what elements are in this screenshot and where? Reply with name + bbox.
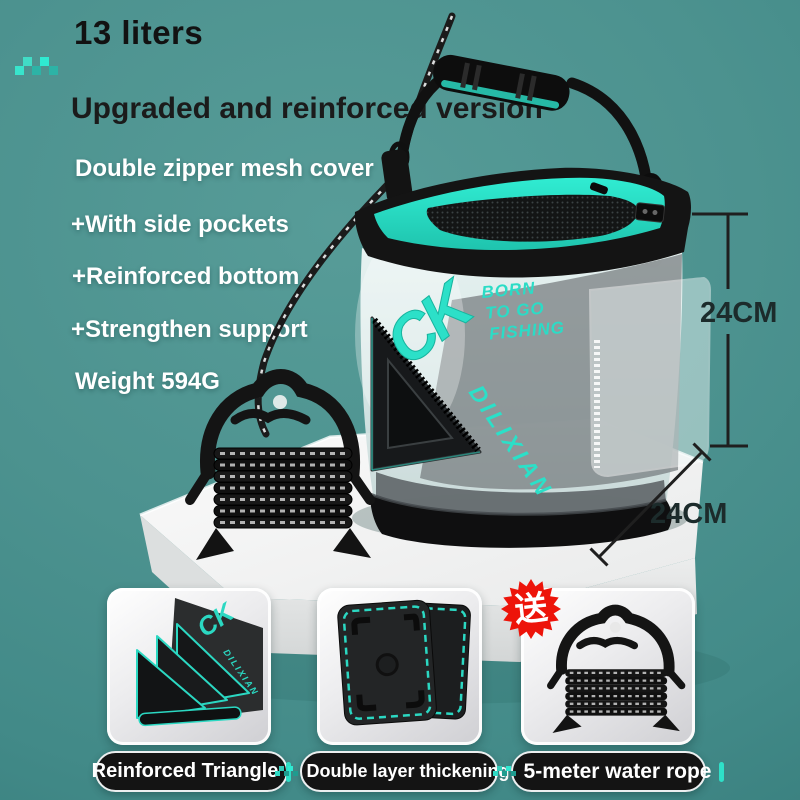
feature-mesh-cover: Double zipper mesh cover bbox=[75, 155, 374, 182]
pixel-square bbox=[496, 766, 502, 771]
starburst-icon bbox=[501, 579, 561, 639]
feature-weight: Weight 594G bbox=[75, 368, 220, 395]
triangle-illustration: CK DILIXIAN bbox=[136, 596, 263, 727]
card-reinforced-triangle: CK DILIXIAN bbox=[107, 588, 271, 745]
gift-badge: 送 bbox=[501, 579, 561, 639]
width-dimension-label: 24CM bbox=[650, 498, 727, 530]
pixel-square bbox=[49, 66, 58, 75]
label-water-rope: 5-meter water rope bbox=[492, 751, 725, 792]
label-double-layer: Double layer thickening bbox=[275, 751, 523, 792]
pixel-square bbox=[279, 766, 285, 771]
label-reinforced-triangle: Reinforced Triangle bbox=[91, 751, 292, 792]
pixel-square bbox=[284, 771, 290, 776]
slogan-line-1: BORN bbox=[481, 278, 537, 302]
pixel-decoration-icon bbox=[275, 766, 299, 777]
pixel-square bbox=[492, 771, 498, 776]
pill-label: Reinforced Triangle bbox=[91, 760, 279, 782]
width-dimension bbox=[589, 442, 712, 567]
pill-label: Double layer thickening bbox=[306, 761, 510, 781]
feature-side-pockets: +With side pockets bbox=[71, 211, 289, 238]
feature-reinforced-bottom: +Reinforced bottom bbox=[72, 263, 300, 290]
pixel-decoration-icon bbox=[15, 57, 59, 77]
rope-coil bbox=[213, 447, 353, 529]
winder-illustration bbox=[547, 604, 686, 733]
feature-strengthen-support: +Strengthen support bbox=[71, 316, 308, 343]
pixel-decoration-icon bbox=[492, 766, 516, 777]
pixel-square bbox=[275, 771, 281, 776]
pixel-square bbox=[15, 66, 24, 75]
capacity-label: 13 liters bbox=[74, 14, 204, 51]
pads-illustration bbox=[337, 599, 471, 726]
pixel-square bbox=[510, 771, 516, 776]
pixel-square bbox=[23, 57, 32, 66]
pixel-square bbox=[40, 57, 49, 66]
card-double-layer bbox=[317, 588, 482, 745]
height-dimension bbox=[692, 212, 748, 448]
bucket-base bbox=[369, 492, 672, 548]
height-dimension-label: 24CM bbox=[700, 297, 777, 329]
gift-badge-text: 送 bbox=[513, 588, 550, 628]
mesh-cover bbox=[426, 194, 639, 242]
reinforced-triangle bbox=[370, 316, 482, 472]
rope-winder bbox=[185, 369, 375, 560]
bucket-rim bbox=[354, 167, 691, 278]
side-pocket bbox=[588, 276, 712, 478]
pixel-square bbox=[293, 771, 299, 776]
pill-label: 5-meter water rope bbox=[523, 759, 712, 783]
pixel-square bbox=[505, 766, 511, 771]
pixel-square bbox=[288, 766, 294, 771]
page-title: Upgraded and reinforced version bbox=[71, 92, 543, 125]
pixel-square bbox=[501, 771, 507, 776]
teal-bar-icon bbox=[719, 761, 725, 782]
pixel-square bbox=[32, 66, 41, 75]
